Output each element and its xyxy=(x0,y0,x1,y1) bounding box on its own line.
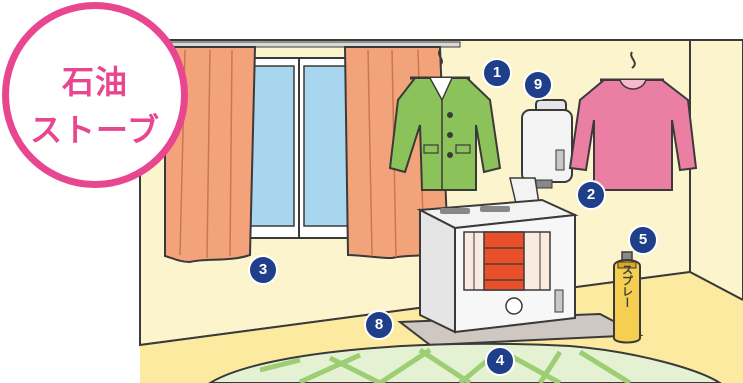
spray-label: スプレー xyxy=(621,264,634,308)
number-badge-9: 9 xyxy=(523,70,553,100)
title-line-1: 石油 xyxy=(9,57,181,103)
number-badge-5: 5 xyxy=(628,225,658,255)
number-badge-4: 4 xyxy=(485,346,515,376)
number-badge-3: 3 xyxy=(248,255,278,285)
kerosene-tank-icon xyxy=(522,100,572,188)
title-line-2: ストーブ xyxy=(9,105,181,151)
number-badge-1: 1 xyxy=(482,58,512,88)
number-badge-2: 2 xyxy=(576,180,606,210)
spray-can-icon: スプレー xyxy=(614,252,640,343)
title-badge: 石油 ストーブ xyxy=(2,2,188,188)
number-badge-8: 8 xyxy=(364,310,394,340)
